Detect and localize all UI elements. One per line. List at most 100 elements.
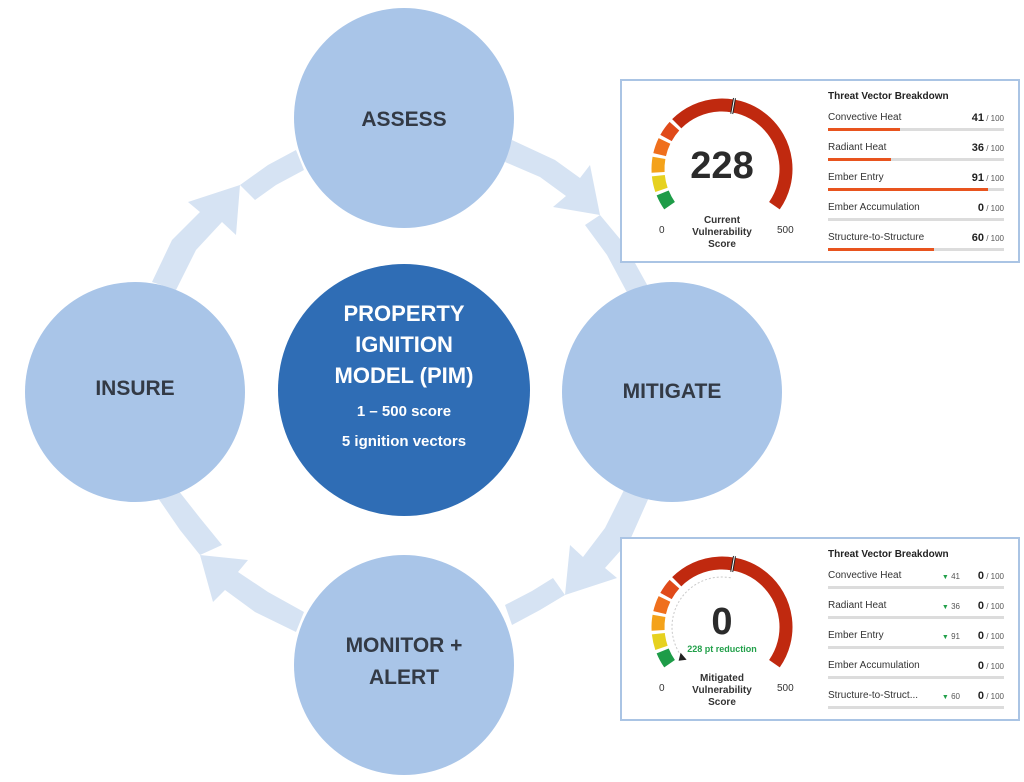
cycle-arrows: [152, 140, 650, 632]
gauge-reduction-path: [671, 576, 731, 654]
current-score-label: Current Vulnerability Score: [677, 215, 767, 251]
current-score-label-line-1: Current: [703, 215, 741, 226]
vector-name: Ember Accumulation: [828, 660, 920, 671]
down-triangle-icon: ▼: [941, 634, 949, 641]
vector-max: / 100: [986, 692, 1004, 701]
pim-center-circle: [278, 264, 530, 516]
vector-value: 0: [977, 690, 984, 702]
insure-label: INSURE: [95, 377, 175, 400]
vector-name: Convective Heat: [828, 112, 902, 123]
gauge-segment-3: [653, 138, 671, 157]
vector-previous-value: 60: [951, 692, 960, 701]
vector-max: / 100: [986, 632, 1004, 641]
assess-circle: [294, 8, 514, 228]
vector-bar-track: [828, 676, 1004, 679]
mitigated-score-value: 0: [711, 601, 733, 643]
vector-bar-fill: [828, 128, 901, 131]
mitigated-score-panel: 0 228 pt reduction Mitigated Vulnerabili…: [620, 537, 1020, 721]
current-breakdown-title: Threat Vector Breakdown: [828, 91, 949, 102]
vector-bar-fill: [828, 248, 934, 251]
vector-previous: ▼ 60: [942, 692, 960, 701]
current-vector-row: Ember Accumulation 0 / 100: [828, 198, 1004, 228]
vector-bar-track: [828, 646, 1004, 649]
vector-bar-track: [828, 188, 1004, 191]
gauge-segment-0: [656, 190, 675, 210]
down-triangle-icon: ▼: [941, 604, 949, 611]
mitigated-vector-row: Convective Heat ▼ 41 0 / 100: [828, 566, 1004, 596]
vector-max: / 100: [986, 572, 1004, 581]
current-score-gauge: [651, 97, 793, 210]
vector-bar-track: [828, 218, 1004, 221]
current-vector-row: Radiant Heat 36 / 100: [828, 138, 1004, 168]
current-score-label-line-3: Score: [708, 239, 736, 250]
monitor-line-2: ALERT: [369, 666, 439, 689]
down-triangle-icon: ▼: [941, 694, 949, 701]
mitigated-vector-row: Ember Entry ▼ 91 0 / 100: [828, 626, 1004, 656]
arrow-monitor-to-insure-tail: [158, 490, 222, 555]
gauge-main-arc: [672, 98, 793, 210]
mitigated-score-label-line-3: Score: [708, 697, 736, 708]
vector-bar-fill: [828, 188, 989, 191]
current-vector-row: Structure-to-Structure 60 / 100: [828, 228, 1004, 258]
vector-name: Ember Accumulation: [828, 202, 920, 213]
vector-bar-track: [828, 706, 1004, 709]
vector-bar-track: [828, 158, 1004, 161]
mitigate-circle: [562, 282, 782, 502]
arrow-mitigate-to-monitor-tail: [505, 578, 565, 625]
vector-value: 0: [977, 660, 984, 672]
vector-value: 0: [977, 570, 984, 582]
vector-value: 0: [977, 202, 984, 214]
mitigated-reduction-text: 228 pt reduction: [687, 644, 757, 654]
arrow-insure-to-assess-tail: [240, 150, 304, 200]
gauge-segment-4: [660, 121, 680, 142]
mitigate-label: MITIGATE: [622, 380, 722, 403]
vector-name: Convective Heat: [828, 570, 902, 581]
vector-bar-track: [828, 586, 1004, 589]
pim-subtitle-line-1: 1 – 500 score: [356, 403, 452, 420]
gauge-segment-2: [651, 614, 666, 631]
mitigated-scale-max: 500: [777, 683, 794, 694]
arrow-monitor-to-insure: [200, 555, 304, 632]
gauge-segment-1: [651, 632, 668, 650]
vector-name: Radiant Heat: [828, 600, 887, 611]
arrow-mitigate-to-monitor: [565, 488, 650, 595]
vector-previous-value: 36: [951, 602, 960, 611]
current-score-value: 228: [690, 145, 754, 187]
gauge-pointer-icon: [678, 652, 687, 661]
vector-value: 0: [977, 600, 984, 612]
mitigated-vector-row: Ember Accumulation 0 / 100: [828, 656, 1004, 686]
current-threat-breakdown: Threat Vector Breakdown Convective Heat …: [828, 91, 1004, 258]
gauge-segment-3: [653, 596, 671, 615]
mitigated-score-gauge: [651, 555, 793, 668]
arrow-assess-to-mitigate-tail: [585, 215, 650, 298]
gauge-main-arc: [672, 556, 793, 668]
mitigated-score-label: Mitigated Vulnerability Score: [677, 673, 767, 709]
gauge-segment-4: [660, 579, 680, 600]
gauge-segment-0: [656, 648, 675, 668]
current-score-label-line-2: Vulnerability: [692, 227, 752, 238]
vector-max: / 100: [986, 234, 1004, 243]
vector-bar-track: [828, 616, 1004, 619]
mitigated-threat-breakdown: Threat Vector Breakdown Convective Heat …: [828, 549, 1004, 716]
pim-subtitle-line-2: 5 ignition vectors: [341, 433, 467, 450]
vector-previous-value: 91: [951, 632, 960, 641]
vector-bar-fill: [828, 158, 892, 161]
gauge-segment-2: [651, 156, 666, 173]
vector-max: / 100: [986, 662, 1004, 671]
current-scale-max: 500: [777, 225, 794, 236]
vector-previous-value: 41: [951, 572, 960, 581]
mitigated-score-label-line-1: Mitigated: [700, 673, 744, 684]
vector-max: / 100: [986, 602, 1004, 611]
gauge-marker-highlight: [731, 98, 735, 114]
vector-name: Structure-to-Structure: [828, 232, 925, 243]
vector-value: 36: [971, 142, 984, 154]
pim-center-text: PROPERTY IGNITION MODEL (PIM) 1 – 500 sc…: [304, 298, 504, 457]
monitor-alert-label: MONITOR + ALERT: [304, 630, 504, 694]
gauge-segment-1: [651, 174, 668, 192]
gauge-marker-highlight: [731, 556, 735, 572]
pim-title-line-3: MODEL (PIM): [334, 363, 474, 388]
mitigated-scale-min: 0: [659, 683, 665, 694]
vector-name: Ember Entry: [828, 630, 884, 641]
pim-title-line-2: IGNITION: [355, 332, 453, 357]
